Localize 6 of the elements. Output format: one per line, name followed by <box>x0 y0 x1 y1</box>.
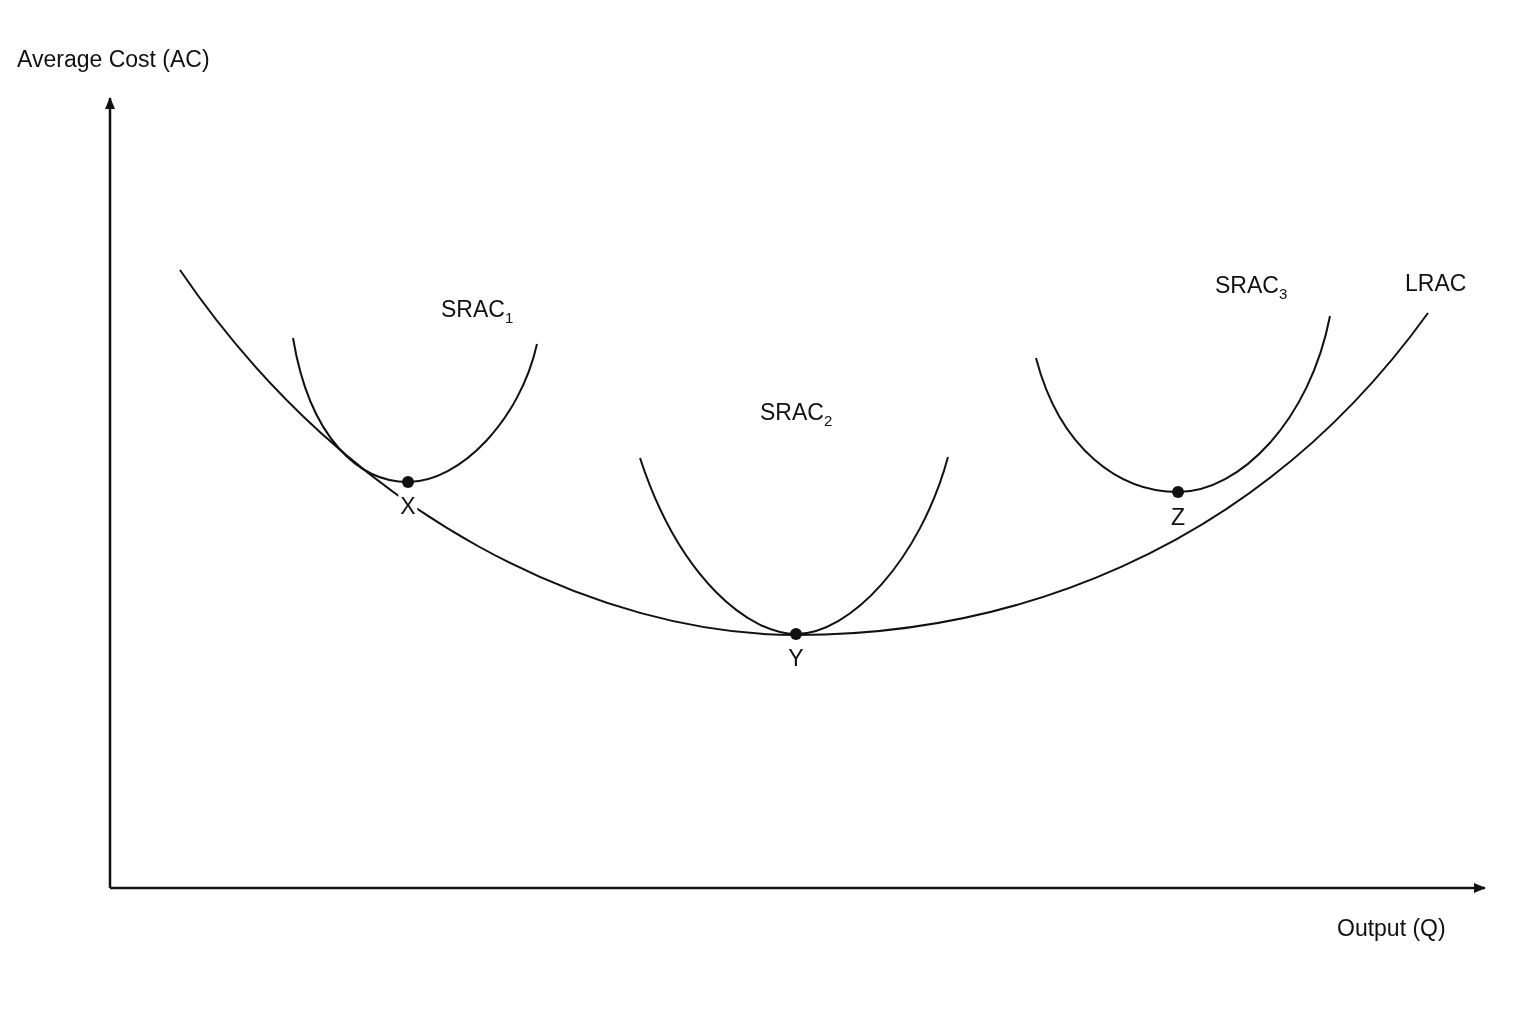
curve-label: SRAC$_{3}$ <box>1215 273 1288 303</box>
curve-label: LRAC <box>1405 271 1467 297</box>
axis-title: Output (Q) <box>1337 916 1446 942</box>
curve-label: SRAC$_{2}$ <box>760 400 833 430</box>
curve-label: SRAC$_{1}$ <box>441 297 514 327</box>
axis-title: Average Cost (AC) <box>17 47 210 73</box>
